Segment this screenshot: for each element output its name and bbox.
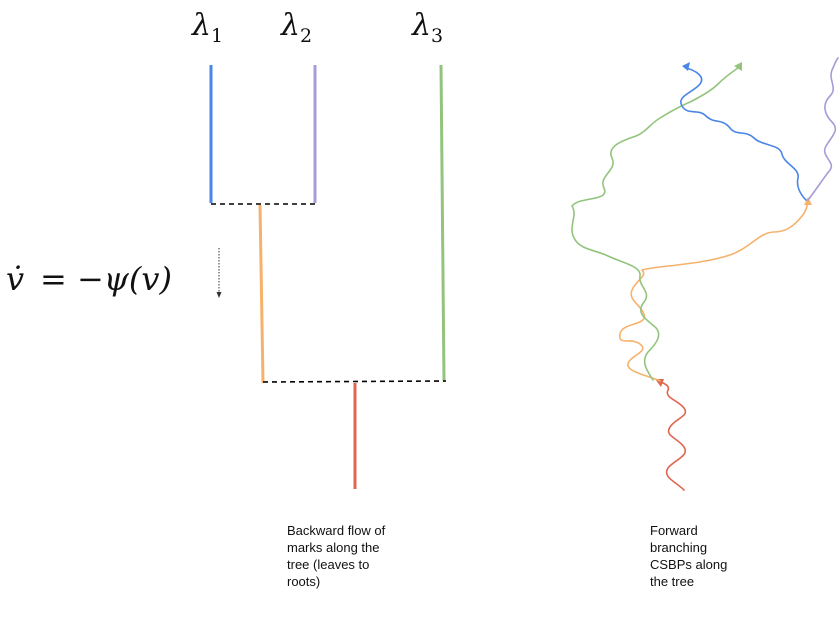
arrowhead-root — [655, 379, 664, 387]
csbp-path-internal — [619, 201, 809, 382]
split-dashed-line-lower — [262, 380, 447, 383]
leaf-label-lambda1: λ1 — [191, 8, 223, 47]
tree — [209, 64, 447, 489]
branch-lambda3 — [439, 64, 446, 382]
caption-forward-branching: Forward branching CSBPs along the tree — [650, 522, 770, 590]
caption-backward-flow: Backward flow of marks along the tree (l… — [287, 522, 447, 590]
caption-backward-line-3: tree (leaves to — [287, 557, 370, 572]
equation-rhs: = −ψ(v) — [40, 260, 172, 298]
arrowhead-lambda1 — [682, 62, 690, 71]
caption-backward-line-4: roots) — [287, 574, 321, 589]
caption-forward-line-1: Forward — [650, 523, 698, 538]
csbp-path-lambda3 — [571, 67, 739, 381]
leaf-label-lambda2: λ2 — [280, 8, 312, 47]
caption-forward-line-4: the tree — [650, 574, 695, 589]
leaf-label-lambda3: λ3 — [411, 8, 443, 47]
arrowhead-internal — [804, 197, 812, 205]
caption-backward-line-2: marks along the — [287, 540, 380, 555]
branch-internal — [258, 204, 265, 384]
equation-lhs: v̇ — [6, 260, 24, 298]
ode-equation: v̇ = −ψ(v) — [6, 260, 172, 298]
caption-backward-line-1: Backward flow of — [287, 523, 386, 538]
flow-arrow — [216, 248, 222, 298]
csbp-paths — [571, 57, 839, 491]
caption-forward-line-3: CSBPs along — [650, 557, 728, 572]
caption-forward-line-2: branching — [650, 540, 708, 555]
csbp-path-root — [660, 381, 687, 491]
csbp-path-lambda2 — [807, 57, 839, 201]
csbp-path-lambda1 — [680, 67, 807, 201]
arrowhead-lambda3 — [734, 62, 742, 71]
